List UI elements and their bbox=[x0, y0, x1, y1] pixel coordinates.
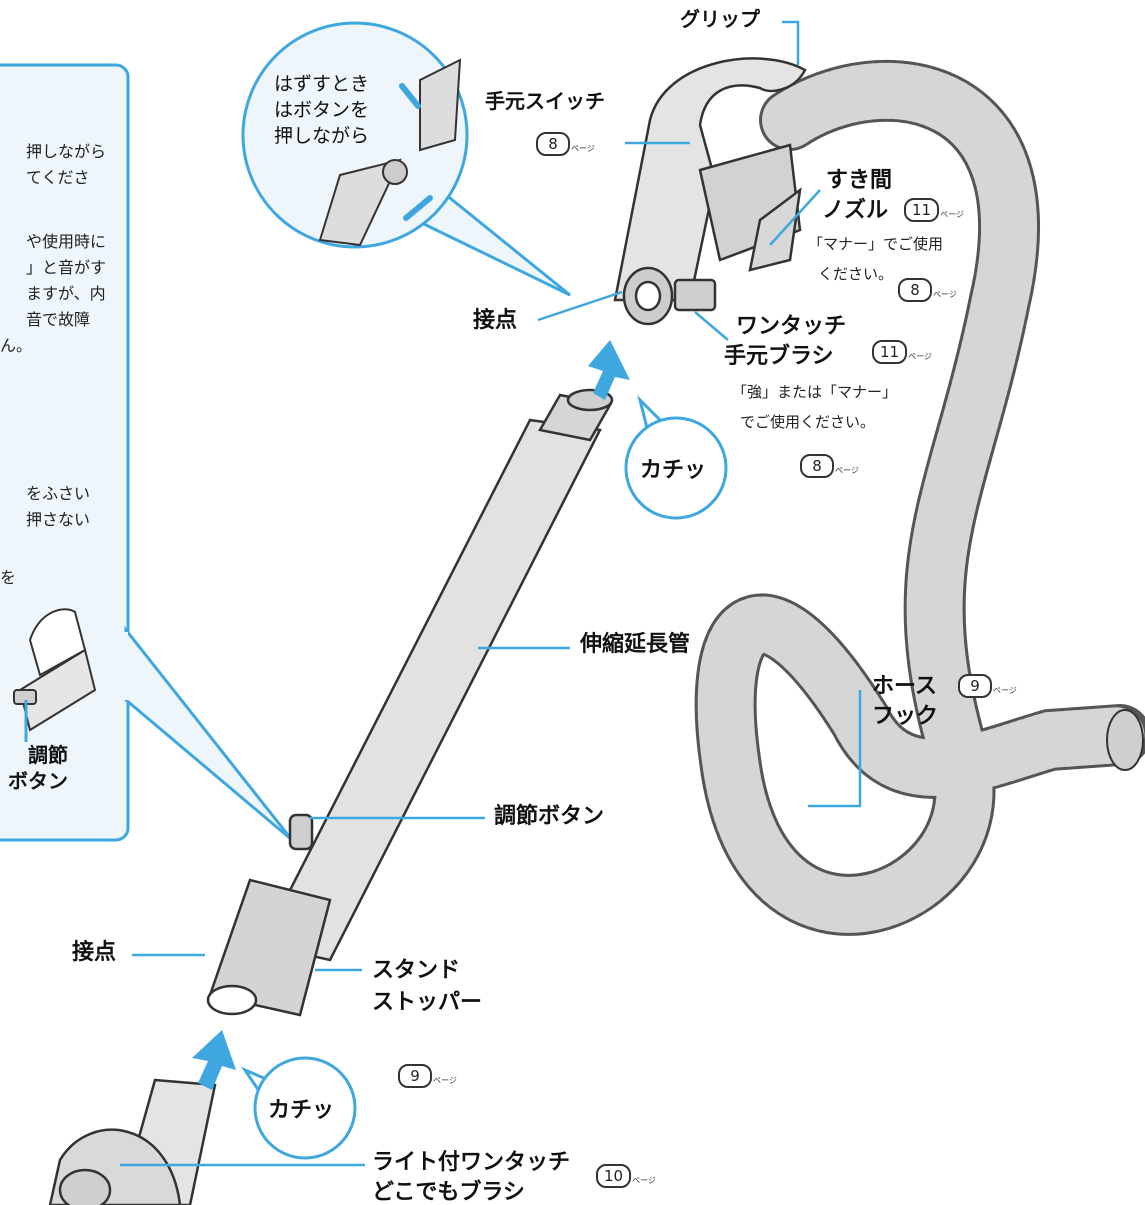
page-ref-word: ページ bbox=[993, 685, 1017, 695]
side-line: 」と音がす bbox=[26, 258, 107, 277]
leader-lines bbox=[120, 20, 862, 1167]
page-ref-number: 8 bbox=[800, 454, 834, 478]
click-text-top: カチッ bbox=[640, 458, 707, 483]
extension-pipe bbox=[206, 388, 614, 1017]
side-line: 押しながら bbox=[26, 142, 107, 161]
page-ref-number: 8 bbox=[536, 132, 570, 156]
label-brush-2: 手元ブラシ bbox=[724, 344, 834, 369]
label-contact-top: 接点 bbox=[473, 308, 518, 333]
label-stand-2: ストッパー bbox=[372, 990, 483, 1015]
page-ref-word: ページ bbox=[433, 1075, 457, 1085]
arrow-up-top bbox=[588, 340, 630, 400]
click-bubble-bottom bbox=[240, 1056, 357, 1160]
label-nozzle-2: どこでもブラシ bbox=[372, 1180, 525, 1205]
page-ref-word: ページ bbox=[632, 1175, 656, 1185]
page-ref-number: 8 bbox=[898, 278, 932, 302]
floor-nozzle bbox=[48, 1078, 217, 1205]
label-hose-hook-1: ホース bbox=[872, 674, 937, 699]
arrow-up-bottom bbox=[192, 1030, 236, 1090]
label-crevice-1: すき間 bbox=[826, 168, 893, 193]
side-line: や使用時に bbox=[26, 232, 107, 251]
click-bubble-top bbox=[624, 395, 728, 520]
page-ref-number: 11 bbox=[872, 340, 908, 364]
label-hose-hook-2: フック bbox=[872, 704, 939, 729]
page-ref-word: ページ bbox=[571, 143, 595, 153]
label-extension-pipe: 伸縮延長管 bbox=[580, 632, 691, 657]
side-line: を bbox=[0, 568, 17, 587]
label-grip: グリップ bbox=[680, 7, 760, 31]
bubble-text-line: はずすとき bbox=[274, 73, 370, 95]
label-crevice-2: ノズル bbox=[822, 198, 889, 223]
adjust-label: 調節 bbox=[28, 743, 68, 767]
page-ref-word: ページ bbox=[835, 465, 859, 475]
label-stand-1: スタンド bbox=[372, 958, 461, 983]
bubble-text-line: 押しながら bbox=[274, 125, 370, 147]
label-nozzle-1: ライト付ワンタッチ bbox=[372, 1150, 571, 1175]
page-ref-number: 9 bbox=[958, 674, 992, 698]
crevice-note-2: ください。 bbox=[818, 265, 894, 283]
adjust-label: ボタン bbox=[8, 769, 68, 793]
page-ref-word: ページ bbox=[933, 289, 957, 299]
label-hand-switch: 手元スイッチ bbox=[485, 89, 605, 113]
brush-note-2: でご使用ください。 bbox=[740, 413, 876, 431]
magnifier-bubble bbox=[241, 21, 571, 297]
label-contact-bottom: 接点 bbox=[72, 940, 117, 965]
side-line: てくださ bbox=[26, 168, 90, 187]
side-line: ん。 bbox=[0, 336, 33, 355]
page-ref-number: 10 bbox=[596, 1164, 632, 1188]
grip-handle bbox=[613, 57, 807, 326]
page-ref-word: ページ bbox=[940, 209, 964, 219]
brush-note-1: 「強」または「マナー」 bbox=[732, 383, 898, 401]
side-line: をふさい bbox=[26, 484, 91, 503]
click-text-bottom: カチッ bbox=[268, 1098, 335, 1123]
crevice-note-1: 「マナー」でご使用 bbox=[808, 235, 944, 253]
page-ref-number: 11 bbox=[904, 198, 940, 222]
side-line: 音で故障 bbox=[26, 310, 91, 329]
label-brush-1: ワンタッチ bbox=[736, 314, 847, 339]
side-line: ますが、内 bbox=[26, 284, 106, 303]
bubble-text-line: はボタンを bbox=[274, 99, 370, 121]
hand-illustration bbox=[13, 608, 97, 732]
page-ref-number: 9 bbox=[398, 1064, 432, 1088]
page-ref-word: ページ bbox=[908, 351, 932, 361]
label-adjust-button: 調節ボタン bbox=[494, 804, 605, 829]
side-line: 押さない bbox=[26, 510, 91, 529]
